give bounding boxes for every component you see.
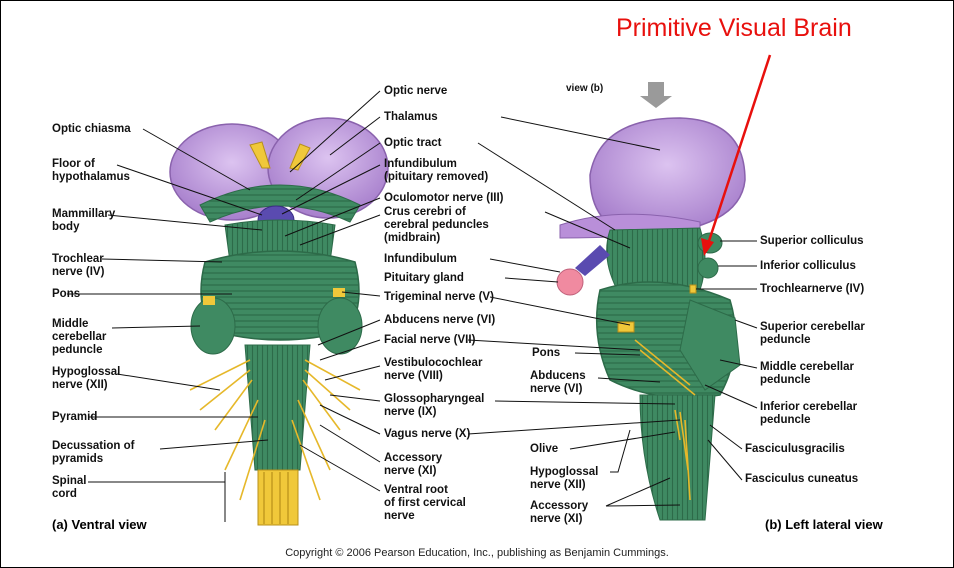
- label-accessory-nerve-lateral: Accessory nerve (XI): [530, 500, 588, 526]
- label-hypoglossal-nerve-lateral: Hypoglossal nerve (XII): [530, 466, 598, 492]
- label-glossopharyngeal-nerve: Glossopharyngeal nerve (IX): [384, 393, 484, 419]
- label-superior-cerebellar-peduncle: Superior cerebellar peduncle: [760, 321, 865, 347]
- label-olive: Olive: [530, 443, 558, 456]
- ventral-view-drawing: [170, 118, 388, 525]
- inferior-colliculus: [698, 258, 718, 278]
- label-accessory-nerve-center: Accessory nerve (XI): [384, 452, 442, 478]
- label-abducens-nerve-center: Abducens nerve (VI): [384, 314, 495, 327]
- label-vestibulocochlear-nerve: Vestibulocochlear nerve (VIII): [384, 357, 482, 383]
- label-spinal-cord: Spinal cord: [52, 475, 87, 501]
- label-optic-chiasma: Optic chiasma: [52, 123, 131, 136]
- label-infundibulum-pituitary-removed: Infundibulum (pituitary removed): [384, 158, 488, 184]
- label-infundibulum: Infundibulum: [384, 253, 457, 266]
- label-fasciculus-cuneatus: Fasciculus cuneatus: [745, 473, 858, 486]
- label-optic-nerve: Optic nerve: [384, 85, 447, 98]
- label-inferior-colliculus: Inferior colliculus: [760, 260, 856, 273]
- label-pyramid: Pyramid: [52, 411, 97, 424]
- label-pons-lateral: Pons: [532, 347, 560, 360]
- label-middle-cerebellar-peduncle-right: Middle cerebellar peduncle: [760, 361, 854, 387]
- caption-left-lateral-view: (b) Left lateral view: [765, 517, 883, 532]
- label-thalamus: Thalamus: [384, 111, 438, 124]
- label-ventral-root-first-cervical-nerve: Ventral root of first cervical nerve: [384, 484, 466, 523]
- label-decussation-of-pyramids: Decussation of pyramids: [52, 440, 134, 466]
- label-facial-nerve: Facial nerve (VII): [384, 334, 475, 347]
- label-pituitary-gland: Pituitary gland: [384, 272, 464, 285]
- label-optic-tract: Optic tract: [384, 137, 442, 150]
- right-middle-cerebellar-peduncle: [318, 298, 362, 354]
- label-pons-left: Pons: [52, 288, 80, 301]
- label-crus-cerebri: Crus cerebri of cerebral peduncles (midb…: [384, 206, 489, 245]
- label-floor-of-hypothalamus: Floor of hypothalamus: [52, 158, 130, 184]
- label-superior-colliculus: Superior colliculus: [760, 235, 864, 248]
- slide-title: Primitive Visual Brain: [616, 14, 852, 43]
- label-inferior-cerebellar-peduncle: Inferior cerebellar peduncle: [760, 401, 857, 427]
- caption-view-b: view (b): [566, 82, 603, 95]
- label-trochlear-nerve-right: Trochlearnerve (IV): [760, 283, 864, 296]
- lateral-medulla: [640, 395, 715, 520]
- label-vagus-nerve: Vagus nerve (X): [384, 428, 470, 441]
- label-trigeminal-nerve: Trigeminal nerve (V): [384, 291, 494, 304]
- label-abducens-nerve-lateral: Abducens nerve (VI): [530, 370, 586, 396]
- copyright-notice: Copyright © 2006 Pearson Education, Inc.…: [0, 547, 954, 559]
- caption-ventral-view: (a) Ventral view: [52, 517, 147, 532]
- label-hypoglossal-nerve-left: Hypoglossal nerve (XII): [52, 366, 120, 392]
- label-oculomotor-nerve: Oculomotor nerve (III): [384, 192, 504, 205]
- lateral-infundibulum: [575, 245, 610, 276]
- label-fasciculus-gracilis: Fasciculusgracilis: [745, 443, 845, 456]
- label-middle-cerebellar-peduncle-left: Middle cerebellar peduncle: [52, 318, 106, 357]
- label-mammillary-body: Mammillary body: [52, 208, 115, 234]
- label-trochlear-nerve: Trochlear nerve (IV): [52, 253, 104, 279]
- view-arrow: [640, 82, 672, 108]
- pituitary-gland: [557, 269, 583, 295]
